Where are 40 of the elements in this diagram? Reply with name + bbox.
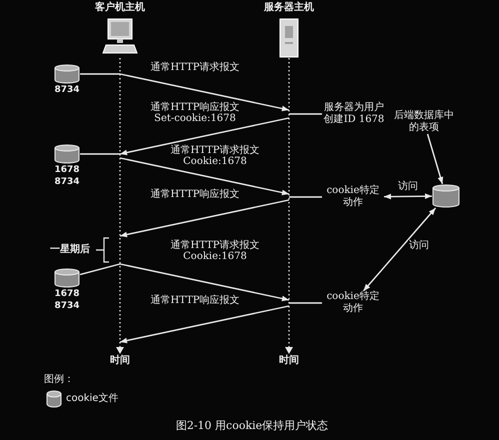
time-label: 时间 [110, 355, 130, 367]
message-arrow [120, 263, 290, 302]
message-label: 通常HTTP响应报文 [150, 189, 240, 200]
edge-label: 访问 [408, 240, 430, 251]
connector-line [80, 73, 120, 75]
annotation: cookie特定动作 [326, 291, 380, 315]
legend-title: 图例： [44, 374, 74, 386]
cookie-value: 8734 [53, 300, 81, 312]
cookie-value: 1678 [53, 164, 81, 176]
cookie-value: 8734 [53, 84, 81, 96]
message-arrow [120, 73, 290, 112]
message-label: 通常HTTP请求报文 [150, 62, 240, 73]
message-label: 通常HTTP请求报文 Cookie:1678 [170, 145, 260, 167]
host-label: 服务器主机 [262, 2, 315, 14]
annotation: cookie特定动作 [326, 185, 380, 209]
message-arrow [120, 157, 290, 196]
double-arrow [362, 208, 436, 292]
interval-label: 一星期后 [50, 244, 90, 256]
host-label: 客户机主机 [94, 2, 146, 14]
double-arrow [384, 193, 432, 200]
connector-line [289, 196, 322, 198]
leader-line [426, 134, 444, 184]
cookie-value: 8734 [53, 176, 81, 188]
message-arrow [120, 199, 290, 238]
connector-line [80, 263, 120, 276]
connector-line [289, 113, 322, 115]
annotation: 后端数据库中的表项 [393, 110, 455, 134]
message-arrow [120, 305, 290, 344]
legend-label: cookie文件 [66, 393, 118, 405]
cookie-value: 1678 [53, 288, 81, 300]
message-label: 通常HTTP响应报文 [150, 295, 240, 306]
connector-line [289, 302, 322, 304]
annotation: 服务器为用户创建ID 1678 [322, 102, 386, 126]
edge-label: 访问 [397, 181, 419, 192]
time-label: 时间 [279, 355, 299, 367]
message-arrow [120, 117, 290, 156]
message-label: 通常HTTP请求报文 Cookie:1678 [170, 240, 260, 262]
connector-line [80, 153, 120, 155]
figure-caption: 图2-10 用cookie保持用户状态 [176, 419, 328, 433]
message-label: 通常HTTP响应报文 Set-cookie:1678 [150, 102, 240, 124]
